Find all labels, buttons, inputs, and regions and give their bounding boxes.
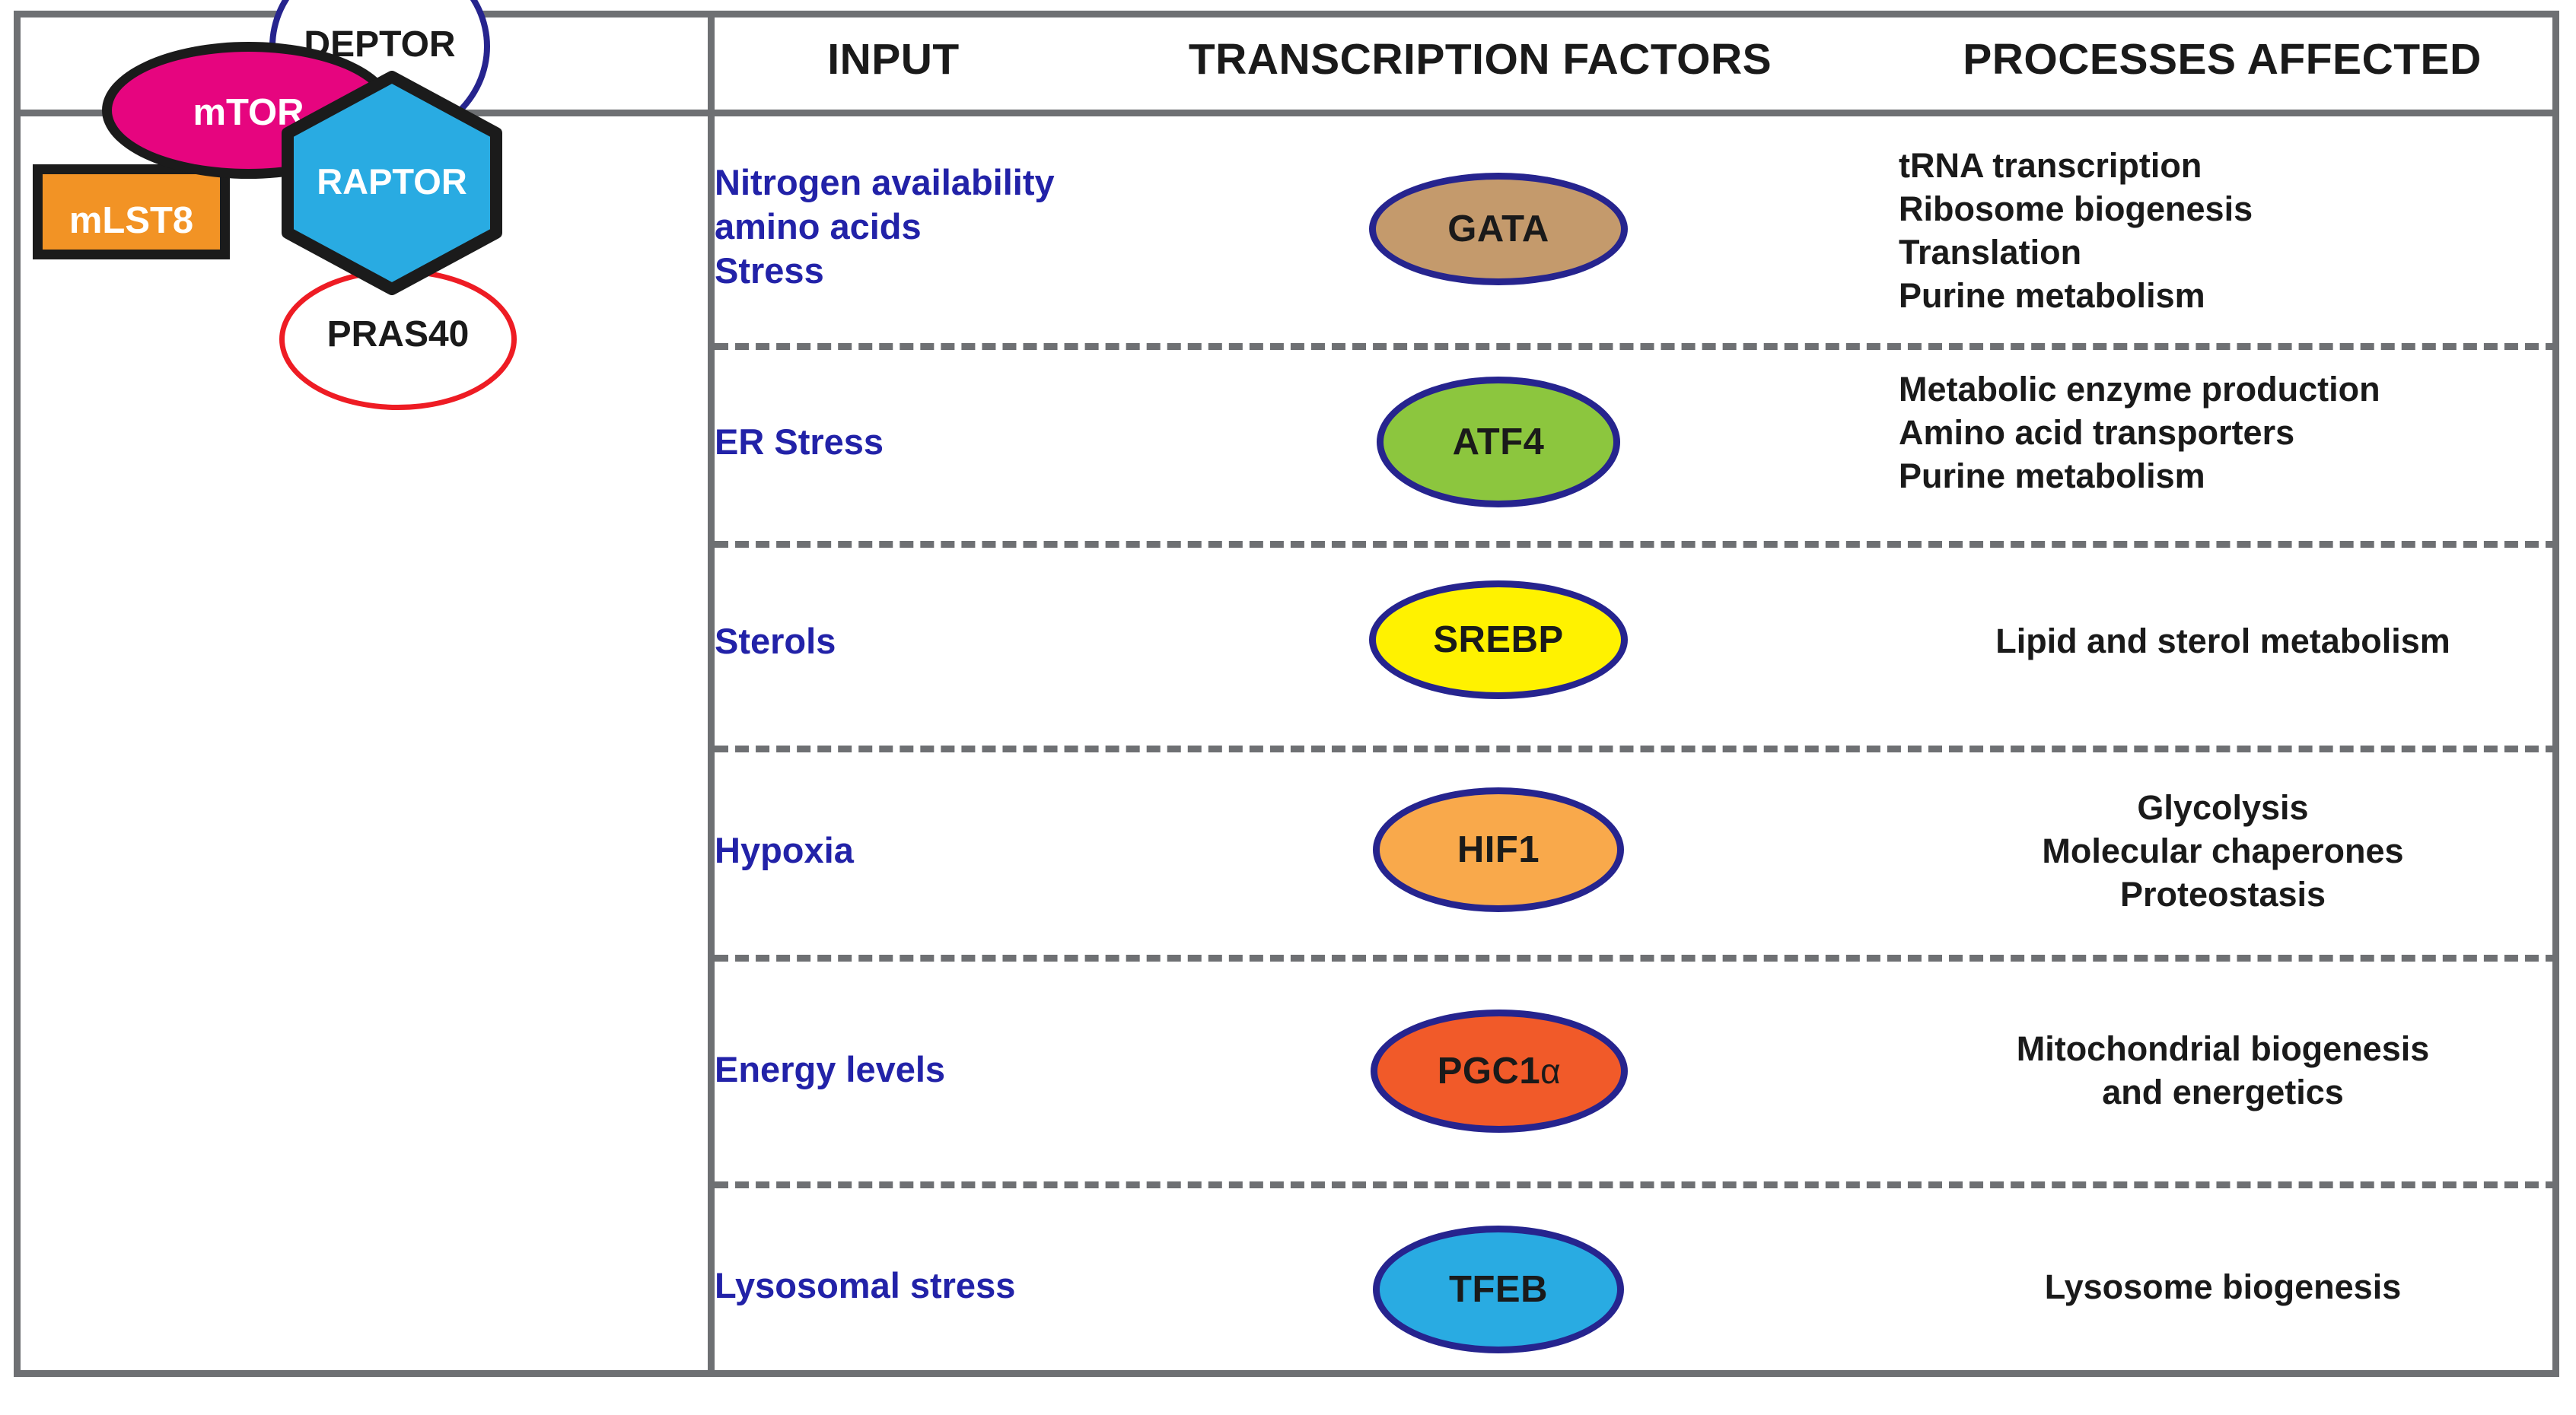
transcription-factor-node-gata: GATA xyxy=(1369,173,1628,285)
row-transcription-factor: TFEB xyxy=(1110,1181,1887,1377)
row-transcription-factor: ATF4 xyxy=(1110,343,1887,541)
row-processes-text: Lipid and sterol metabolism xyxy=(1995,622,2450,660)
complex-node-mlst8-label: mLST8 xyxy=(68,200,194,241)
table-row: ER Stress ATF4 Metabolic enzyme producti… xyxy=(715,343,2559,541)
transcription-factor-label: SREBP xyxy=(1433,619,1564,660)
hexagon-icon xyxy=(282,71,502,295)
complex-node-mlst8: mLST8 xyxy=(33,164,230,259)
row-divider xyxy=(715,343,2559,350)
row-processes-text: tRNA transcription Ribosome biogenesis T… xyxy=(1899,146,2253,315)
row-input-text: Sterols xyxy=(715,621,836,661)
row-divider xyxy=(715,541,2559,548)
row-processes-text: Lysosome biogenesis xyxy=(2044,1267,2402,1306)
header-separator-rule xyxy=(14,110,2559,116)
transcription-factor-label: ATF4 xyxy=(1452,421,1545,463)
row-processes-text: Metabolic enzyme production Amino acid t… xyxy=(1899,370,2380,495)
transcription-factor-label: PGC1α xyxy=(1438,1050,1562,1092)
torc1-complex-diagram: DEPTOR PRAS40 RAPTOR mTOR mLST8 xyxy=(21,0,708,1370)
transcription-factor-node-srebp: SREBP xyxy=(1369,580,1628,699)
transcription-factor-label: GATA xyxy=(1447,208,1549,250)
transcription-factor-label: HIF1 xyxy=(1457,829,1540,870)
table-row: Hypoxia HIF1 Glycolysis Molecular chaper… xyxy=(715,746,2559,955)
row-input-text: Nitrogen availability amino acids Stress xyxy=(715,162,1055,291)
transcription-factor-node-atf4: ATF4 xyxy=(1377,377,1620,507)
table-row: Lysosomal stress TFEB Lysosome biogenesi… xyxy=(715,1181,2559,1377)
transcription-factor-label: TFEB xyxy=(1449,1269,1548,1310)
row-transcription-factor: SREBP xyxy=(1110,541,1887,746)
transcription-factor-label-base: PGC1 xyxy=(1437,1051,1541,1092)
row-processes-text: Glycolysis Molecular chaperones Proteost… xyxy=(2042,788,2404,914)
column-separator-rule xyxy=(708,11,715,1377)
row-divider xyxy=(715,746,2559,752)
transcription-factor-node-hif1: HIF1 xyxy=(1373,787,1624,912)
column-header-transcription-factors: TRANSCRIPTION FACTORS xyxy=(1188,35,1772,84)
row-transcription-factor: GATA xyxy=(1110,116,1887,343)
table-row: Nitrogen availability amino acids Stress… xyxy=(715,116,2559,343)
row-input-text: Hypoxia xyxy=(715,830,854,870)
row-input-text: Energy levels xyxy=(715,1049,946,1089)
complex-node-raptor: RAPTOR xyxy=(278,71,506,295)
column-header-input: INPUT xyxy=(827,35,960,84)
complex-node-pras40-label: PRAS40 xyxy=(326,314,470,355)
row-input-text: Lysosomal stress xyxy=(715,1265,1016,1305)
greek-alpha-icon: α xyxy=(1540,1051,1562,1091)
table-row: Sterols SREBP Lipid and sterol metabolis… xyxy=(715,541,2559,746)
transcription-factor-node-tfeb: TFEB xyxy=(1373,1226,1624,1353)
column-header-processes-affected: PROCESSES AFFECTED xyxy=(1963,35,2482,84)
row-input-text: ER Stress xyxy=(715,421,884,462)
row-divider xyxy=(715,1181,2559,1188)
row-divider xyxy=(715,955,2559,962)
row-transcription-factor: PGC1α xyxy=(1110,955,1887,1181)
row-processes-text: Mitochondrial biogenesis and energetics xyxy=(2016,1029,2430,1111)
row-transcription-factor: HIF1 xyxy=(1110,746,1887,955)
table-row: Energy levels PGC1α Mitochondrial biogen… xyxy=(715,955,2559,1181)
transcription-factor-node-pgc1a: PGC1α xyxy=(1371,1010,1628,1133)
